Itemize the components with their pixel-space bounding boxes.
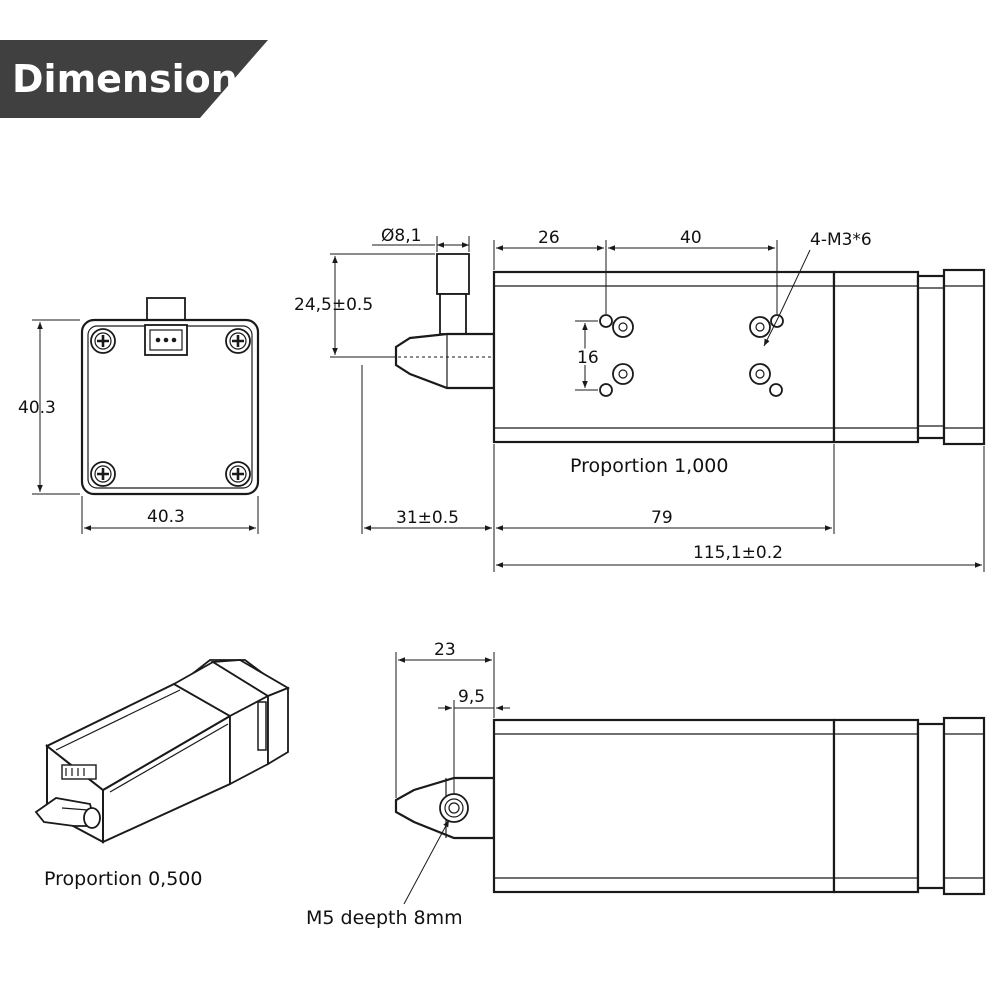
motor-section <box>832 270 920 444</box>
bottom-offset-a-label: 23 <box>434 640 456 660</box>
connector-housing <box>146 297 186 321</box>
tube-diameter-dimension: Ø8,1 <box>372 226 470 252</box>
screw-icon-bottom-right <box>225 461 251 487</box>
screw-icon-top-right <box>225 328 251 354</box>
bottom-offset-b-label: 9,5 <box>458 687 485 707</box>
nozzle-height-dimension: 24,5±0.5 <box>294 253 435 358</box>
page-title: Dimension <box>12 57 238 101</box>
body-length-label: 79 <box>651 508 673 528</box>
connector-socket-inner <box>149 329 183 351</box>
small-hole-4 <box>769 383 783 397</box>
side-proportion-label: Proportion 1,000 <box>570 455 728 477</box>
connector-pin-3 <box>171 337 177 343</box>
bottom-fan-ring <box>916 722 946 890</box>
hole-spec-callout: 4-M3*6 <box>763 230 872 347</box>
iso-nozzle-tip <box>83 807 101 829</box>
nozzle-height-label: 24,5±0.5 <box>294 295 373 315</box>
front-body <box>80 318 260 496</box>
front-height-dimension: 40.3 <box>18 319 80 495</box>
nozzle-length-label: 31±0.5 <box>396 508 459 528</box>
hole-vertical-dimension: 16 <box>575 320 601 391</box>
front-view: 40.3 40.3 <box>18 297 260 534</box>
fan-cover <box>942 268 986 446</box>
hole-vertical-label: 16 <box>577 348 599 368</box>
air-tube-top <box>436 253 470 295</box>
iso-view: Proportion 0,500 <box>34 659 291 890</box>
fan-ring <box>916 274 946 440</box>
hole-spec-label: 4-M3*6 <box>810 230 872 250</box>
bottom-fan-cover <box>942 716 986 896</box>
bottom-body <box>492 718 836 894</box>
thread-callout: M5 deepth 8mm <box>306 819 463 929</box>
bottom-motor <box>832 718 920 894</box>
connector-pin-2 <box>163 337 169 343</box>
mount-hole-4 <box>749 363 771 385</box>
mount-hole-3 <box>749 316 771 338</box>
iso-proportion-label: Proportion 0,500 <box>44 868 202 890</box>
bottom-view: 23 9,5 M5 deepth 8mm <box>306 640 986 929</box>
banner-shape <box>0 40 280 118</box>
small-hole-2 <box>599 383 613 397</box>
iso-connector <box>61 764 97 780</box>
front-width-label: 40.3 <box>147 507 185 527</box>
front-width-dimension: 40.3 <box>81 496 259 534</box>
mount-hole-group <box>599 314 784 397</box>
hole-offset-b-label: 40 <box>680 228 702 248</box>
iso-fan-side <box>267 686 289 766</box>
total-length-label: 115,1±0.2 <box>693 543 783 563</box>
iso-fan-slot <box>257 701 267 751</box>
screw-icon-top-left <box>90 328 116 354</box>
banner-stripe <box>200 40 282 118</box>
bottom-offset-a-dimension: 23 <box>395 640 495 798</box>
thread-hole <box>439 793 469 823</box>
nozzle <box>394 332 496 390</box>
air-tube-lower <box>439 293 467 335</box>
side-body <box>492 270 836 444</box>
title-banner: Dimension <box>0 40 282 118</box>
tube-diameter-label: Ø8,1 <box>381 226 421 246</box>
mount-hole-1 <box>612 316 634 338</box>
hole-offset-a-label: 26 <box>538 228 560 248</box>
thread-spec-label: M5 deepth 8mm <box>306 907 463 929</box>
front-height-label: 40.3 <box>18 398 56 418</box>
side-view: Ø8,1 24,5±0.5 26 40 4-M3*6 <box>294 226 986 572</box>
hole-offset-dimensions: 26 40 <box>493 228 778 314</box>
mount-hole-2 <box>612 363 634 385</box>
bottom-offset-b-dimension: 9,5 <box>438 687 510 794</box>
screw-icon-bottom-left <box>90 461 116 487</box>
length-dimensions: 31±0.5 79 115,1±0.2 <box>361 365 985 572</box>
small-hole-1 <box>599 314 613 328</box>
connector-pin-1 <box>155 337 161 343</box>
